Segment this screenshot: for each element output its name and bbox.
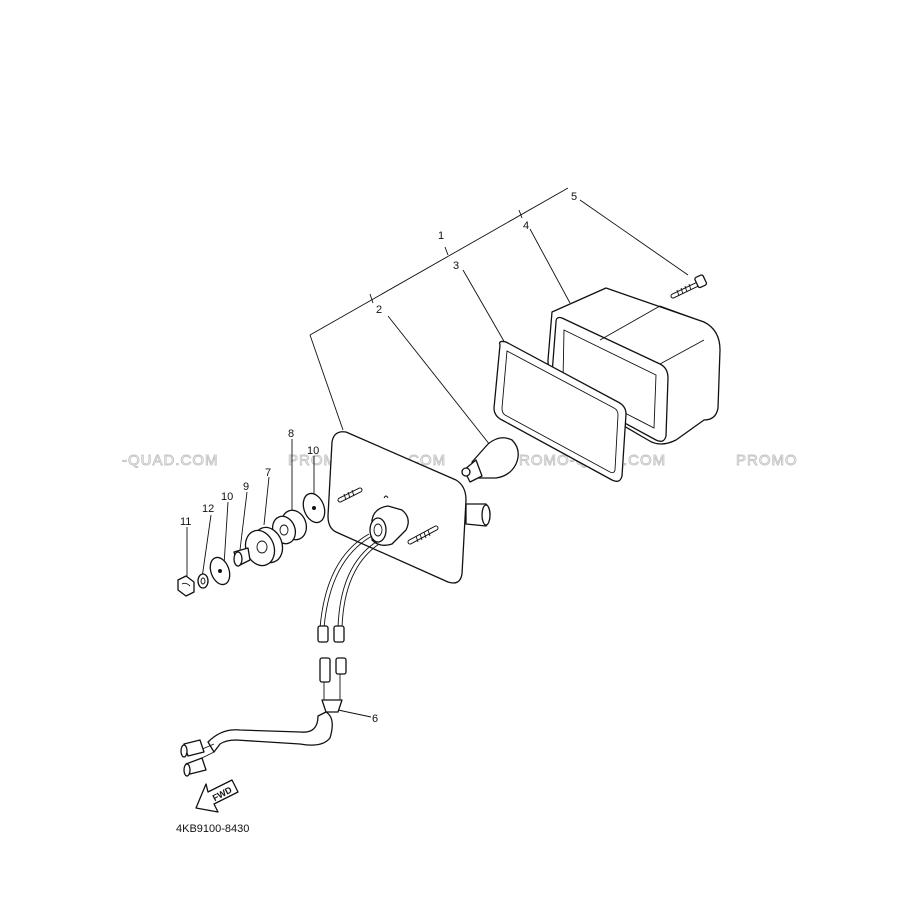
callout-12: 12	[202, 503, 214, 515]
part-2-bulb	[461, 437, 519, 483]
callout-9: 9	[243, 481, 249, 493]
callout-7: 7	[265, 467, 271, 479]
part-11-nut	[177, 575, 195, 597]
callout-1: 1	[438, 230, 444, 242]
part-6-harness	[180, 657, 347, 777]
watermark-text-1: -QUAD.COM	[122, 452, 219, 469]
callout-10-upper: 10	[307, 445, 319, 457]
watermark-text-4: PROMO	[736, 452, 798, 469]
group-bracket	[309, 187, 569, 431]
callout-2: 2	[376, 304, 382, 316]
part-code: 4KB9100-8430	[176, 823, 249, 835]
leader-lines	[186, 199, 689, 718]
callout-10-lower: 10	[221, 491, 233, 503]
fwd-arrow: FWD	[195, 779, 239, 813]
part-1-base-plate	[317, 431, 491, 643]
callout-6: 6	[372, 713, 378, 725]
part-12-lock-washer	[197, 573, 209, 589]
callout-3: 3	[453, 260, 459, 272]
mounting-hardware	[177, 492, 326, 597]
callout-4: 4	[523, 220, 529, 232]
part-10-washer-upper	[302, 492, 326, 524]
callout-11: 11	[180, 516, 191, 528]
part-5-screw	[670, 274, 708, 299]
part-3-gasket	[493, 340, 627, 482]
part-9-collar	[233, 547, 251, 567]
callout-5: 5	[571, 191, 577, 203]
callouts: 1 2 3 4 5 6 7 8 9 10 10 11 12	[180, 191, 577, 725]
callout-8: 8	[288, 428, 294, 440]
watermark: -QUAD.COM PROMO-QUAD.COM PROMO-QUAD.COM …	[122, 452, 798, 470]
part-7-rubber-damper	[244, 526, 284, 567]
part-10-washer-lower	[209, 556, 231, 586]
